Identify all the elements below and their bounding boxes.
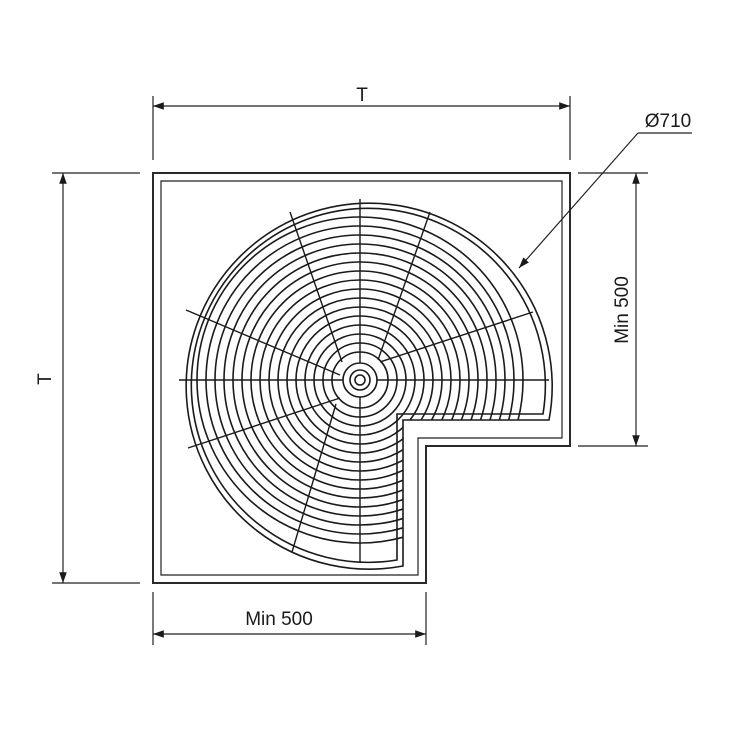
bottom-dimension-label: Min 500 <box>245 609 313 630</box>
top-dimension-label: T <box>356 85 368 106</box>
radial-spoke <box>291 403 337 553</box>
radial-spoke <box>185 309 341 376</box>
center-hub-inner <box>349 369 371 391</box>
cabinet-inner-outline <box>160 180 563 576</box>
center-hub-core <box>354 374 366 386</box>
cabinet-outer-outline <box>152 172 571 584</box>
diameter-leader-arrow <box>518 132 639 269</box>
left-dimension-label: T <box>35 373 56 385</box>
center-hub-outer <box>342 362 378 398</box>
radial-spoke <box>379 311 534 363</box>
diameter-label: Ø710 <box>645 111 691 132</box>
right-dimension-label: Min 500 <box>612 276 633 344</box>
radial-spoke <box>187 397 341 449</box>
radial-spoke <box>377 211 431 361</box>
radial-spoke <box>289 211 343 363</box>
basket-radial-spokes <box>179 199 549 563</box>
basket-inner-rim <box>190 207 547 564</box>
basket-outer-rim <box>185 202 553 570</box>
